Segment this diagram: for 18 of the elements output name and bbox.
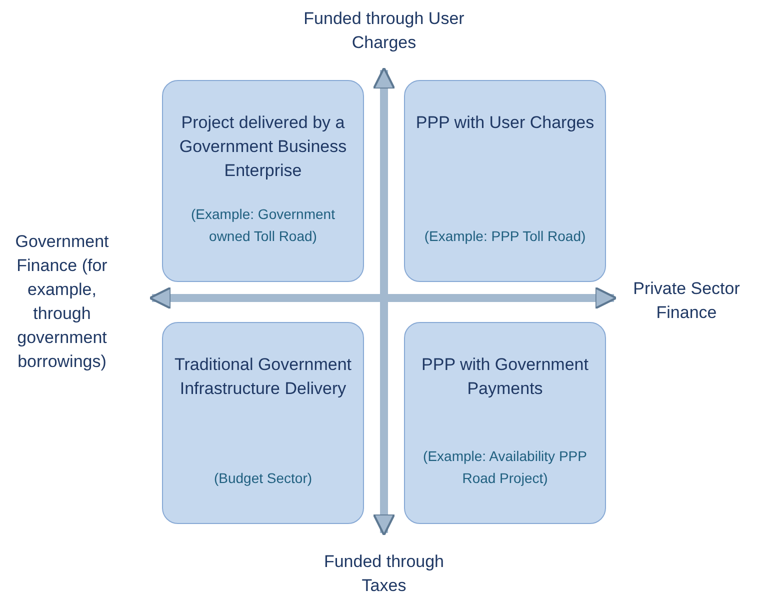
example-text: (Example: PPP Toll Road) [424, 227, 586, 246]
axis-label: Funded through Taxes [300, 549, 468, 599]
quadrant-box [404, 80, 606, 282]
axis-label: Private Sector Finance [616, 276, 757, 326]
axis-label: Funded through User Charges [300, 6, 468, 56]
box-title: Project delivered by a Government Business Enterprise [178, 112, 348, 182]
double-headed-arrow [148, 286, 618, 310]
example-text: (Example: Availability PPP Road Project) [422, 447, 588, 488]
quadrant-box [162, 80, 364, 282]
example-text: (Budget Sector) [214, 469, 312, 488]
quadrant-box [162, 322, 364, 524]
box-title: PPP with Government Payments [420, 354, 590, 400]
axis-label: Government Finance (for example, through government borrowings) [0, 230, 124, 374]
box-title: PPP with User Charges [416, 112, 594, 134]
example-text: (Example: Government owned Toll Road) [190, 205, 336, 246]
double-headed-arrow [372, 66, 396, 536]
box-title: Traditional Government Infrastructure Delivery [173, 354, 352, 400]
quadrant-box [404, 322, 606, 524]
